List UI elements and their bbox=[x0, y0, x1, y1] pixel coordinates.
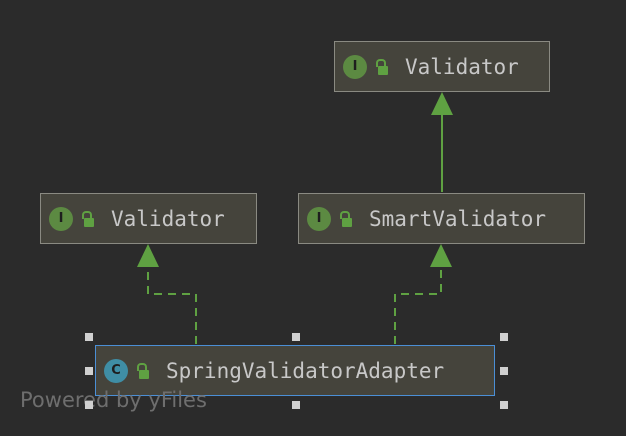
interface-badge-icon: I bbox=[49, 206, 73, 231]
node-name: Validator bbox=[111, 206, 225, 231]
resize-handle-bottom-left[interactable] bbox=[85, 401, 93, 409]
class-badge-icon: C bbox=[104, 358, 128, 383]
node-name: SpringValidatorAdapter bbox=[166, 358, 445, 383]
node-springvalidatoradapter[interactable]: C SpringValidatorAdapter bbox=[95, 345, 495, 396]
interface-badge-icon: I bbox=[307, 206, 331, 231]
public-lock-icon bbox=[81, 210, 95, 228]
resize-handle-middle-right[interactable] bbox=[500, 367, 508, 375]
resize-handle-top-left[interactable] bbox=[85, 333, 93, 341]
edge-arrowhead bbox=[137, 244, 159, 267]
resize-handle-top-center[interactable] bbox=[292, 333, 300, 341]
node-name: Validator bbox=[405, 54, 519, 79]
public-lock-icon bbox=[339, 210, 353, 228]
node-validator-left[interactable]: I Validator bbox=[40, 193, 257, 244]
edge-arrowhead bbox=[430, 244, 452, 267]
resize-handle-middle-left[interactable] bbox=[85, 367, 93, 375]
edge-implements-adapter-to-smartvalidator bbox=[394, 266, 442, 344]
resize-handle-top-right[interactable] bbox=[500, 333, 508, 341]
node-smartvalidator[interactable]: I SmartValidator bbox=[298, 193, 585, 244]
public-lock-icon bbox=[136, 362, 150, 380]
edge-arrowhead bbox=[431, 92, 453, 115]
node-name: SmartValidator bbox=[369, 206, 547, 231]
interface-badge-icon: I bbox=[343, 54, 367, 79]
node-validator-top[interactable]: I Validator bbox=[334, 41, 550, 92]
resize-handle-bottom-right[interactable] bbox=[500, 401, 508, 409]
watermark: Powered by yFiles bbox=[20, 388, 207, 412]
resize-handle-bottom-center[interactable] bbox=[292, 401, 300, 409]
public-lock-icon bbox=[375, 58, 389, 76]
edge-implements-adapter-to-validator bbox=[147, 266, 197, 344]
